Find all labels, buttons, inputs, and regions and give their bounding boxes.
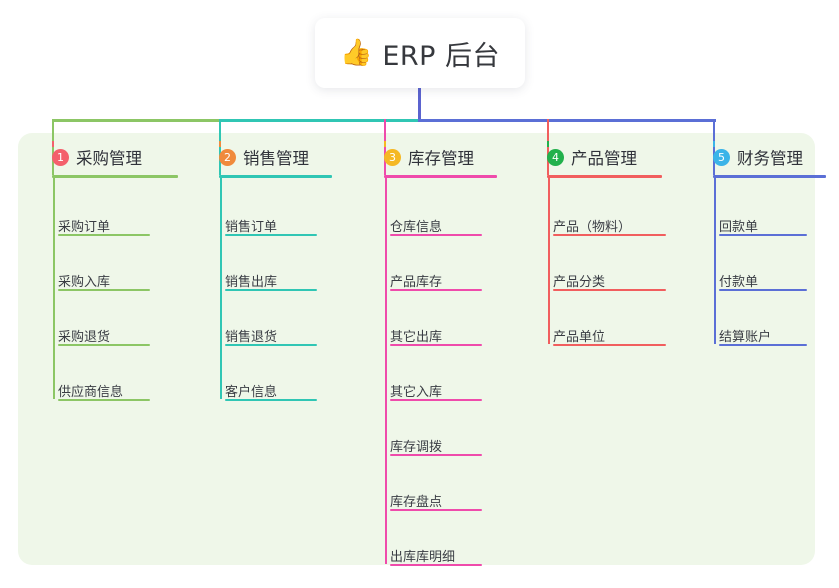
leaf-underline: [390, 509, 482, 511]
leaf-node-label: 仓库信息: [390, 220, 443, 235]
branch-drop-stub-3: [384, 119, 386, 175]
number-badge-icon: 1: [52, 148, 69, 166]
branch-spine: [714, 175, 716, 344]
branch-nub-3: [384, 141, 386, 147]
leaf-underline: [390, 234, 482, 236]
leaf-node-label: 付款单: [719, 275, 759, 290]
branch-title: 财务管理: [737, 149, 803, 168]
branch-title: 销售管理: [243, 149, 309, 168]
branch-column-5: 5 财务管理回款单付款单结算账户: [693, 144, 826, 346]
diagram-background-panel: [18, 133, 815, 565]
branch-underline: [713, 175, 826, 178]
leaf-underline: [58, 289, 150, 291]
leaf-underline: [553, 344, 666, 346]
leaf-node-label: 采购入库: [58, 275, 111, 290]
branch-column-4: 4 产品管理产品（物料） 产品分类产品单位: [527, 144, 666, 346]
leaf-node-label: 出库库明细: [390, 550, 456, 565]
branch-header-5[interactable]: 5 财务管理: [693, 144, 803, 170]
branch-underline: [219, 175, 332, 178]
branch-underline: [52, 175, 178, 178]
branch-header-3[interactable]: 3 库存管理: [364, 144, 474, 170]
leaf-underline: [225, 234, 317, 236]
leaf-node-label: 销售出库: [225, 275, 278, 290]
leaf-node-label: 其它入库: [390, 385, 443, 400]
leaf-underline: [719, 289, 807, 291]
leaf-node-label: 产品库存: [390, 275, 443, 290]
branch-drop-stub-2: [219, 119, 221, 175]
leaf-underline: [58, 344, 150, 346]
leaf-node-label: 销售订单: [225, 220, 278, 235]
branch-title: 产品管理: [571, 149, 637, 168]
branch-underline: [384, 175, 497, 178]
branch-column-3: 3 库存管理仓库信息产品库存其它出库其它入库库存调拨库存盘点出库库明细: [364, 144, 497, 566]
root-node[interactable]: 👍 ERP 后台: [315, 18, 525, 88]
branch-column-1: 1 采购管理采购订单采购入库采购退货供应商信息: [32, 144, 178, 401]
branch-nub-2: [219, 141, 221, 147]
leaf-underline: [225, 399, 317, 401]
leaf-node-label: 客户信息: [225, 385, 278, 400]
leaf-underline: [390, 289, 482, 291]
leaf-underline: [225, 289, 317, 291]
branch-nub-5: [713, 141, 715, 147]
number-badge-icon: 5: [713, 148, 730, 166]
branch-spine: [53, 175, 55, 399]
branch-spine: [220, 175, 222, 399]
leaf-node-label: 销售退货: [225, 330, 278, 345]
leaf-node-label: 结算账户: [719, 330, 772, 345]
leaf-node-label: 库存调拨: [390, 440, 443, 455]
branch-drop-stub-1: [52, 119, 54, 175]
leaf-node-label: 库存盘点: [390, 495, 443, 510]
root-node-label: ERP 后台: [382, 40, 501, 72]
number-badge-icon: 3: [384, 148, 401, 166]
leaf-node-label: 其它出库: [390, 330, 443, 345]
leaf-underline: [390, 399, 482, 401]
leaf-underline: [58, 399, 150, 401]
leaf-node-label: 产品单位: [553, 330, 606, 345]
branch-header-4[interactable]: 4 产品管理: [527, 144, 637, 170]
branch-title: 采购管理: [76, 149, 142, 168]
bus-segment-3: [418, 119, 716, 122]
leaf-underline: [719, 234, 807, 236]
leaf-underline: [553, 289, 666, 291]
leaf-underline: [390, 344, 482, 346]
leaf-underline: [225, 344, 317, 346]
leaf-underline: [553, 234, 666, 236]
branch-column-2: 2 销售管理销售订单销售出库销售退货客户信息: [199, 144, 332, 401]
leaf-node-label: 采购订单: [58, 220, 111, 235]
leaf-underline: [58, 234, 150, 236]
branch-spine: [548, 175, 550, 344]
bus-segment-2: [219, 119, 420, 122]
branch-nub-1: [52, 141, 54, 147]
leaf-underline: [719, 344, 807, 346]
root-stem-line: [418, 88, 421, 122]
thumbs-up-icon: 👍: [339, 38, 373, 68]
number-badge-icon: 2: [219, 148, 236, 166]
branch-drop-stub-4: [547, 119, 549, 175]
leaf-node-label: 产品（物料）: [553, 220, 632, 235]
branch-header-1[interactable]: 1 采购管理: [32, 144, 142, 170]
branch-title: 库存管理: [408, 149, 474, 168]
leaf-underline: [390, 454, 482, 456]
branch-nub-4: [547, 141, 549, 147]
branch-spine: [385, 175, 387, 564]
leaf-node-label: 产品分类: [553, 275, 606, 290]
leaf-node-label: 采购退货: [58, 330, 111, 345]
number-badge-icon: 4: [547, 148, 564, 166]
branch-header-2[interactable]: 2 销售管理: [199, 144, 309, 170]
bus-segment-1: [52, 119, 221, 122]
leaf-underline: [390, 564, 482, 566]
leaf-node-label: 回款单: [719, 220, 759, 235]
branch-drop-stub-5: [713, 119, 715, 175]
branch-underline: [547, 175, 662, 178]
leaf-node-label: 供应商信息: [58, 385, 124, 400]
